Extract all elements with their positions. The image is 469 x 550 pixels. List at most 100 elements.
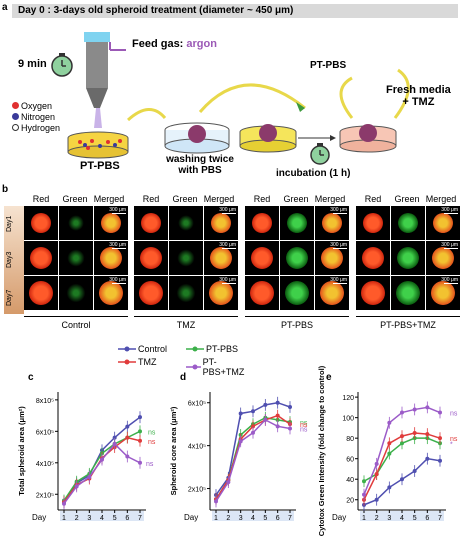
spheroid-image <box>320 281 344 305</box>
spheroid-image <box>141 213 161 233</box>
spheroid-image <box>31 213 51 233</box>
legend-ptpbs-text: PT-PBS <box>206 344 239 354</box>
spheroid-image <box>64 281 88 305</box>
fresh-media-line-1: Fresh media <box>386 84 451 96</box>
micrograph-cell <box>356 241 390 275</box>
scale-bar <box>333 283 347 284</box>
channel-header-red: Red <box>32 194 50 204</box>
spheroid-image <box>101 213 121 233</box>
data-point <box>226 480 231 485</box>
scale-bar-label: 300 μm <box>441 277 458 283</box>
scale-bar <box>444 283 458 284</box>
data-point <box>138 438 142 443</box>
x-tick-label: 4 <box>400 515 404 522</box>
channel-header-green: Green <box>394 194 420 204</box>
channel-header-red: Red <box>253 194 271 204</box>
micrograph-cell: 300 μm <box>315 206 349 240</box>
scale-bar-label: 300 μm <box>330 277 347 283</box>
spheroid-image <box>287 213 307 233</box>
data-point <box>263 417 268 422</box>
data-point <box>400 441 404 446</box>
legend-tmz: TMZ <box>118 357 157 367</box>
micrograph-cell <box>245 206 279 240</box>
micrograph-cell: 300 μm <box>204 241 238 275</box>
scale-bar-label: 300 μm <box>219 277 236 283</box>
significance-label: ns <box>148 439 156 446</box>
micrograph-cell <box>134 276 168 310</box>
data-point <box>263 402 268 407</box>
panel-a-header-text: Day 0 : 3-days old spheroid treatment (d… <box>18 5 294 16</box>
data-point <box>387 441 392 446</box>
spheroid-image <box>431 281 455 305</box>
scale-bar-label: 300 μm <box>441 242 458 248</box>
data-point <box>374 461 379 466</box>
legend-oxygen: Oxygen <box>12 100 60 111</box>
nitrogen-dot-icon <box>12 113 19 120</box>
pt-pbs-label: PT-PBS <box>80 160 120 172</box>
spheroid-image <box>285 281 309 305</box>
series-line-pt-pbs <box>63 430 141 501</box>
data-point <box>438 436 442 441</box>
data-point <box>400 477 404 482</box>
data-point <box>374 497 379 502</box>
channel-header-merged: Merged <box>93 194 125 204</box>
micrograph-cell <box>280 276 314 310</box>
significance-label: ns <box>300 426 308 433</box>
data-point <box>412 407 417 412</box>
channel-header-red: Red <box>364 194 382 204</box>
micrograph-cell <box>169 241 203 275</box>
x-tick-label: 7 <box>138 515 142 522</box>
x-tick-label: 3 <box>387 515 391 522</box>
scale-bar <box>112 248 126 249</box>
micrograph-cell: 300 μm <box>426 241 460 275</box>
y-tick-label: 2x10⁵ <box>36 492 54 499</box>
legend-control: Control <box>118 344 167 354</box>
fresh-media-label: Fresh media + TMZ <box>386 84 451 108</box>
micrograph-cell <box>280 206 314 240</box>
spheroid-image <box>250 281 274 305</box>
y-tick-label: 20 <box>346 498 354 505</box>
data-point <box>425 432 430 437</box>
micrograph-cell <box>24 206 58 240</box>
data-point <box>288 405 292 410</box>
spheroid-image <box>251 247 273 269</box>
legend-control-text: Control <box>138 344 168 354</box>
feed-gas-value: argon <box>186 38 217 50</box>
plasma-plume <box>94 108 102 128</box>
spheroid-image <box>175 247 197 269</box>
channel-header-merged: Merged <box>203 194 235 204</box>
panel-a-letter: a <box>2 2 8 13</box>
micrograph-cell: 300 μm <box>204 206 238 240</box>
data-point <box>387 451 392 456</box>
group-label-control: Control <box>61 320 91 330</box>
panel-b-letter: b <box>2 184 9 195</box>
spheroid-image <box>66 213 86 233</box>
spheroid-image <box>29 281 53 305</box>
scale-bar-label: 300 μm <box>441 207 458 213</box>
scale-bar <box>333 248 347 249</box>
x-tick-label: 6 <box>425 515 429 522</box>
micrograph-cell <box>245 241 279 275</box>
micrograph-cell: 300 μm <box>94 241 128 275</box>
spheroid-image <box>100 247 122 269</box>
spheroid-image <box>30 247 52 269</box>
micrograph-cell <box>356 206 390 240</box>
molecule-legend: Oxygen Nitrogen Hydrogen <box>12 100 60 133</box>
data-point <box>387 420 392 425</box>
data-point <box>412 469 417 474</box>
significance-label: * <box>450 441 453 448</box>
channel-header-green: Green <box>283 194 309 204</box>
channel-header-green: Green <box>62 194 88 204</box>
scale-bar-label: 300 μm <box>109 277 126 283</box>
micrograph-cell: 300 μm <box>94 206 128 240</box>
spheroid-3 <box>259 124 277 142</box>
micrograph-cell <box>391 276 425 310</box>
micrograph-cell: 300 μm <box>426 276 460 310</box>
y-axis-label: Spheroid core area (μm²) <box>169 406 178 495</box>
micrograph-cell <box>391 206 425 240</box>
data-point <box>125 424 130 429</box>
micrograph-cell <box>169 206 203 240</box>
y-tick-label: 60 <box>346 457 354 464</box>
panel-d-letter: d <box>180 372 187 383</box>
